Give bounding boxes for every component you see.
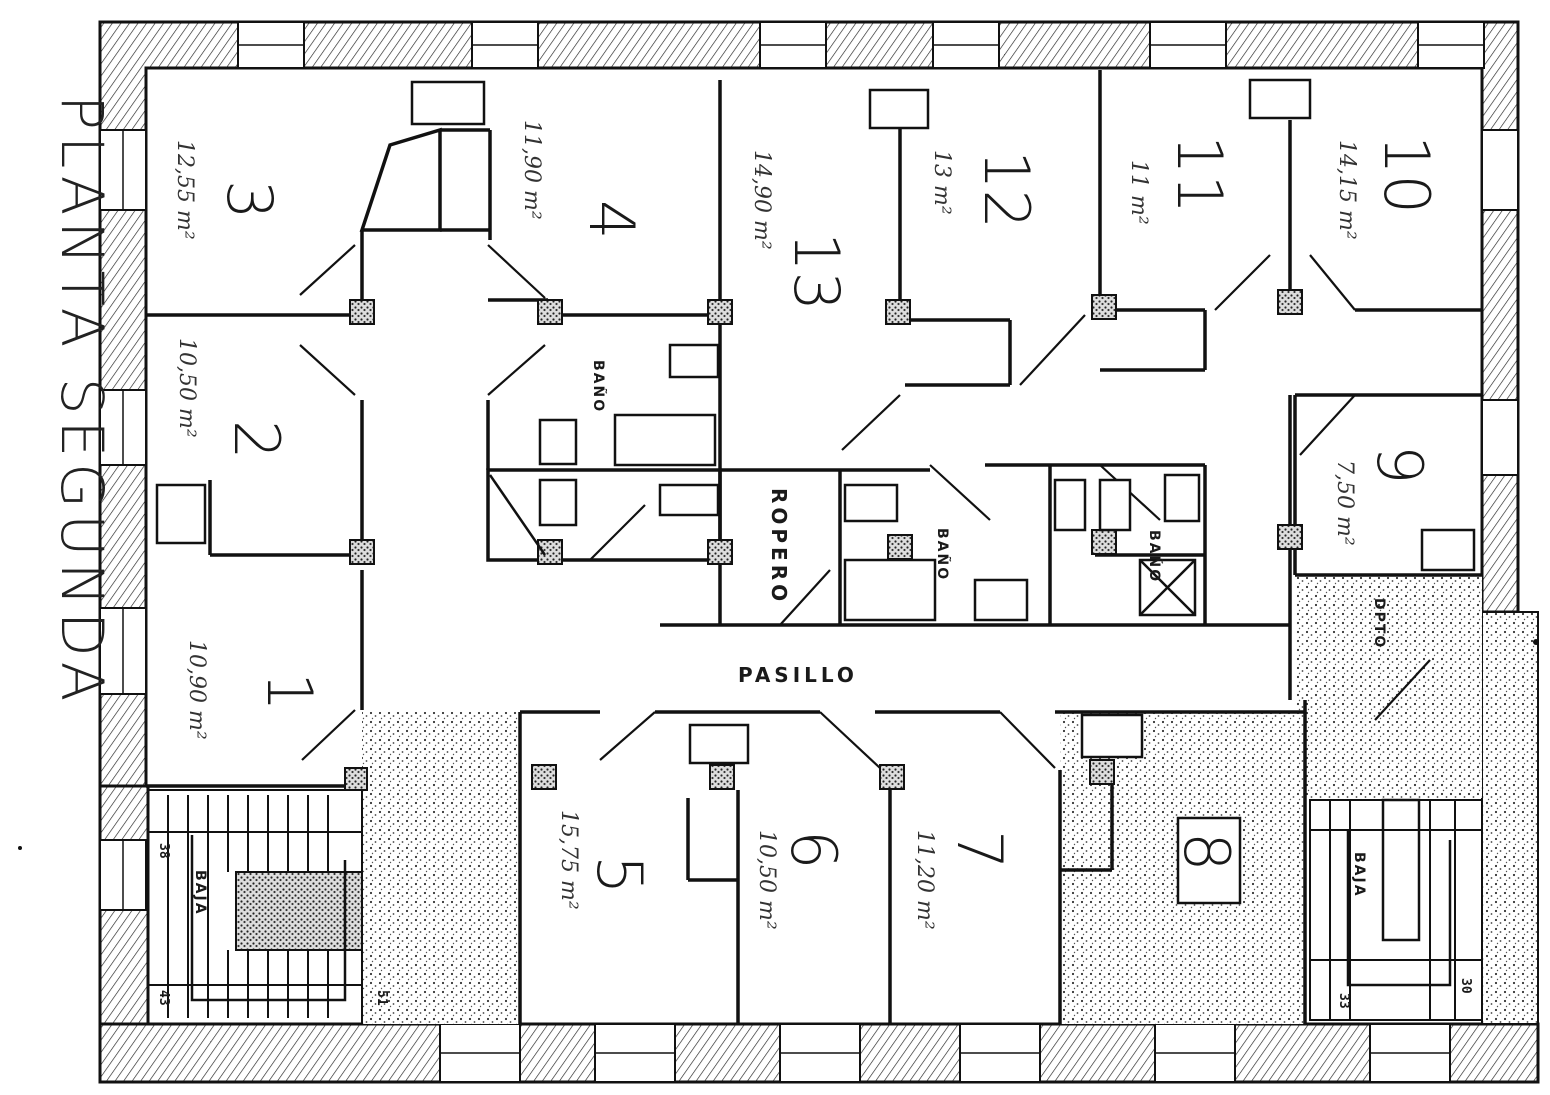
room-area-3: 12,55 m² (172, 140, 197, 240)
room-area-12: 13 m² (929, 150, 954, 215)
stair-left (147, 789, 363, 1025)
room-area-1: 10,90 m² (184, 640, 209, 740)
room-area-6: 10,50 m² (754, 830, 779, 930)
room-number-13: 13 (780, 232, 853, 311)
room-area-10: 14,15 m² (1334, 140, 1359, 240)
room-number-3: 3 (213, 180, 286, 219)
plan-title: PLANTA SEGUNDA (48, 95, 116, 707)
room-area-9: 7,50 m² (1332, 460, 1357, 546)
room-number-6: 6 (777, 830, 850, 869)
bano-label-1: BAÑO (590, 360, 607, 413)
ropero-label: ROPERO (767, 488, 791, 605)
room-number-1: 1 (253, 672, 326, 711)
stair-number-30: 30 (1458, 978, 1473, 994)
room-number-12: 12 (970, 150, 1043, 229)
bano-label-2: BAÑO (934, 528, 951, 581)
room-number-7: 7 (943, 830, 1016, 869)
bano-label-3: BAÑO (1146, 530, 1163, 583)
exterior-walls (98, 20, 1540, 1084)
room-number-10: 10 (1370, 135, 1443, 214)
room-area-4: 11,90 m² (519, 120, 544, 220)
room-area-7: 11,20 m² (912, 830, 937, 930)
stair-number-51: 51 (374, 990, 389, 1006)
room-number-9: 9 (1363, 445, 1436, 484)
baja-label-left: BAJA (192, 870, 208, 916)
fixtures (155, 78, 1476, 942)
stair-number-33: 33 (1336, 993, 1351, 1009)
dpto-label: DPTO (1371, 598, 1387, 649)
columns (344, 289, 1303, 791)
room-number-11: 11 (1163, 135, 1236, 214)
room-number-2: 2 (220, 420, 293, 459)
room-area-11: 11 m² (1126, 160, 1151, 225)
room-area-13: 14,90 m² (749, 150, 774, 250)
baja-label-right: BAJA (1351, 852, 1367, 898)
stair-number-43: 43 (156, 990, 171, 1006)
room-area-5: 15,75 m² (556, 810, 581, 910)
room-number-4: 4 (575, 200, 648, 239)
stair-number-38: 38 (156, 843, 171, 859)
corridor-label: PASILLO (738, 663, 858, 687)
room-area-2: 10,50 m² (174, 338, 199, 438)
lightwells (235, 575, 1482, 1024)
room-number-5: 5 (583, 855, 656, 894)
stair-right (1309, 799, 1483, 1021)
room-number-8: 8 (1170, 832, 1243, 871)
